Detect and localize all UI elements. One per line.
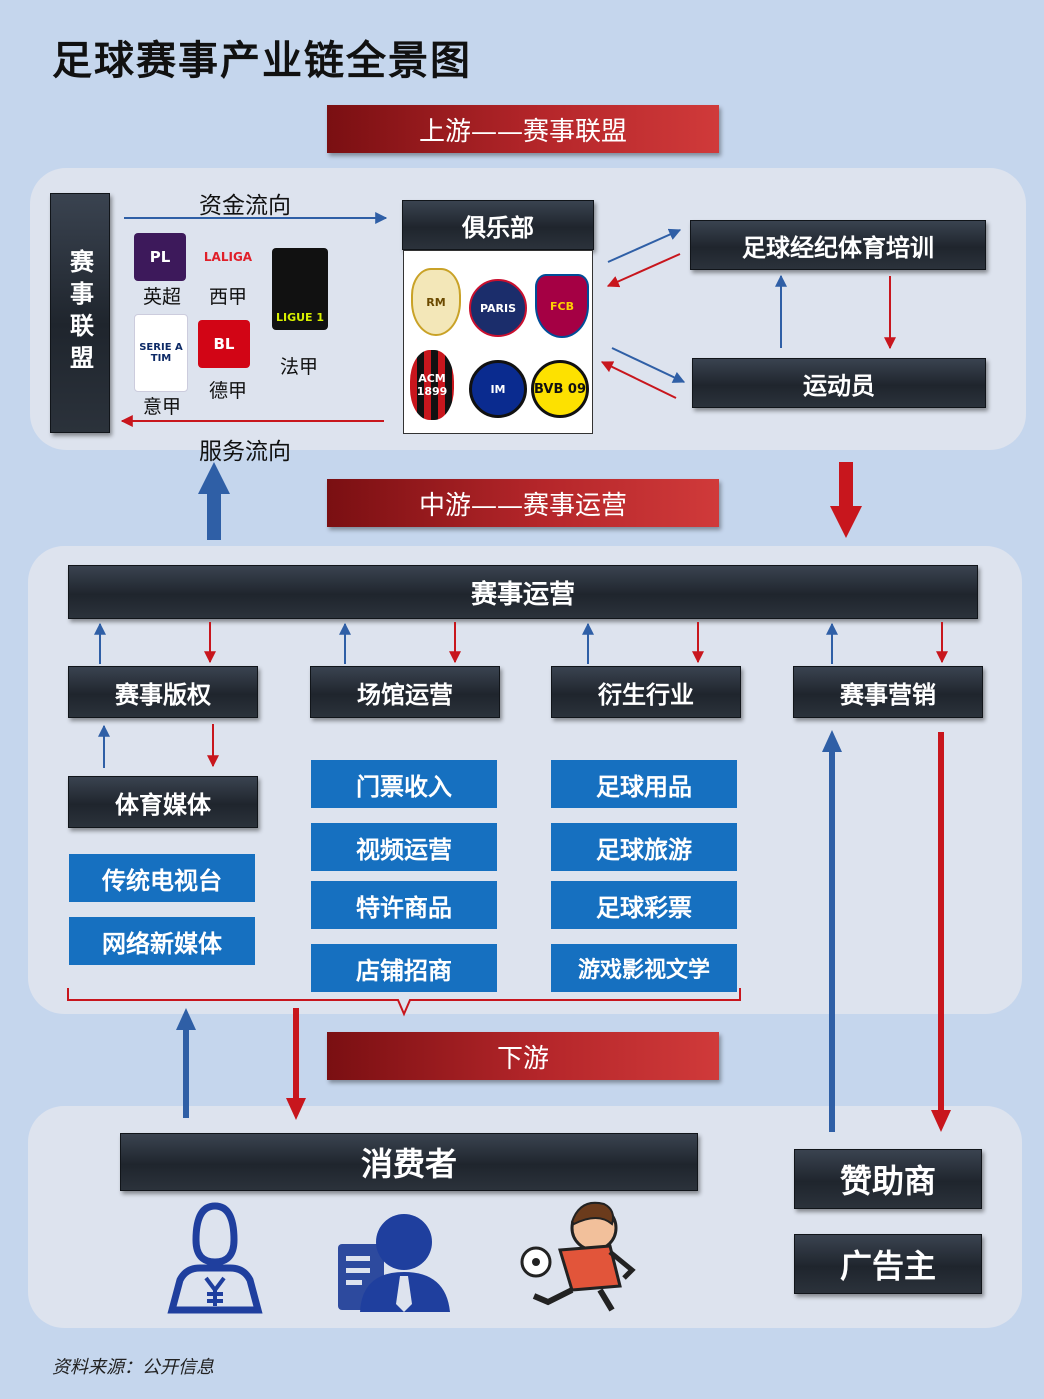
league-name-ligue1: 法甲 [280,356,319,378]
item-football-tourism: 足球旅游 [551,823,737,871]
sponsor-up-arrow [822,730,842,1132]
item-store-leasing: 店铺招商 [311,944,497,992]
club-to-agent-arrow [607,228,682,263]
event-operation-bar: 赛事运营 [68,565,978,619]
athlete-box: 运动员 [692,358,986,408]
business-person-icon [338,1214,450,1312]
consumer-down-arrow [286,1008,306,1120]
club-box: 俱乐部 [402,200,594,250]
item-football-lottery: 足球彩票 [551,881,737,929]
real-madrid-crest: RM [411,268,461,336]
league-name-seriea: 意甲 [143,396,182,418]
soccer-player-icon [520,1201,636,1312]
sponsor-down-arrow [931,732,951,1132]
psg-crest: PARIS [469,279,527,337]
item-games-film-literature: 游戏影视文学 [551,944,737,992]
banner-upstream: 上游——赛事联盟 [327,105,719,153]
agent-to-club-arrow [606,253,681,288]
athlete-to-club-arrow [600,361,677,399]
sports-media-box: 体育媒体 [68,776,258,828]
league-name-laliga: 西甲 [209,286,248,308]
barcelona-crest: FCB [535,274,589,338]
serie-a-logo: SERIE A TIM [134,314,188,392]
header-event-marketing: 赛事营销 [793,666,983,718]
league-name-bundesliga: 德甲 [209,380,248,402]
ops-header-arrows [94,622,948,768]
dortmund-crest: BVB 09 [531,360,589,418]
midstream-brace [67,988,741,1017]
header-venue-operation: 场馆运营 [310,666,500,718]
item-licensed-merch: 特许商品 [311,881,497,929]
league-name-epl: 英超 [143,286,182,308]
payer-icon [167,1202,263,1314]
bundesliga-logo: BL [198,320,250,368]
fund-flow-label: 资金流向 [199,193,291,219]
item-traditional-tv: 传统电视台 [69,854,255,902]
club-to-athlete-arrow [611,347,686,383]
page-title: 足球赛事产业链全景图 [52,37,472,84]
ligue1-logo: LIGUE 1 [272,248,328,330]
league-box: 赛事联盟 [50,193,110,433]
item-video-operation: 视频运营 [311,823,497,871]
header-broadcast-rights: 赛事版权 [68,666,258,718]
source-note: 资料来源：公开信息 [52,1357,214,1378]
header-derivative-industry: 衍生行业 [551,666,741,718]
inter-crest: IM [469,360,527,418]
ac-milan-crest: ACM 1899 [410,350,454,420]
item-online-new-media: 网络新媒体 [69,917,255,965]
item-football-goods: 足球用品 [551,760,737,808]
consumer-bar: 消费者 [120,1133,698,1191]
laliga-logo: LALIGA [203,250,253,264]
banner-downstream: 下游 [327,1032,719,1080]
consumer-up-arrow [176,1008,196,1118]
big-down-arrow [830,462,862,538]
sponsor-box: 赞助商 [794,1149,982,1209]
big-up-arrow [198,462,230,540]
service-flow-label: 服务流向 [199,439,291,465]
agent-training-box: 足球经纪体育培训 [690,220,986,270]
advertiser-box: 广告主 [794,1234,982,1294]
banner-midstream: 中游——赛事运营 [327,479,719,527]
item-ticket-revenue: 门票收入 [311,760,497,808]
premier-league-logo: PL [134,233,186,281]
